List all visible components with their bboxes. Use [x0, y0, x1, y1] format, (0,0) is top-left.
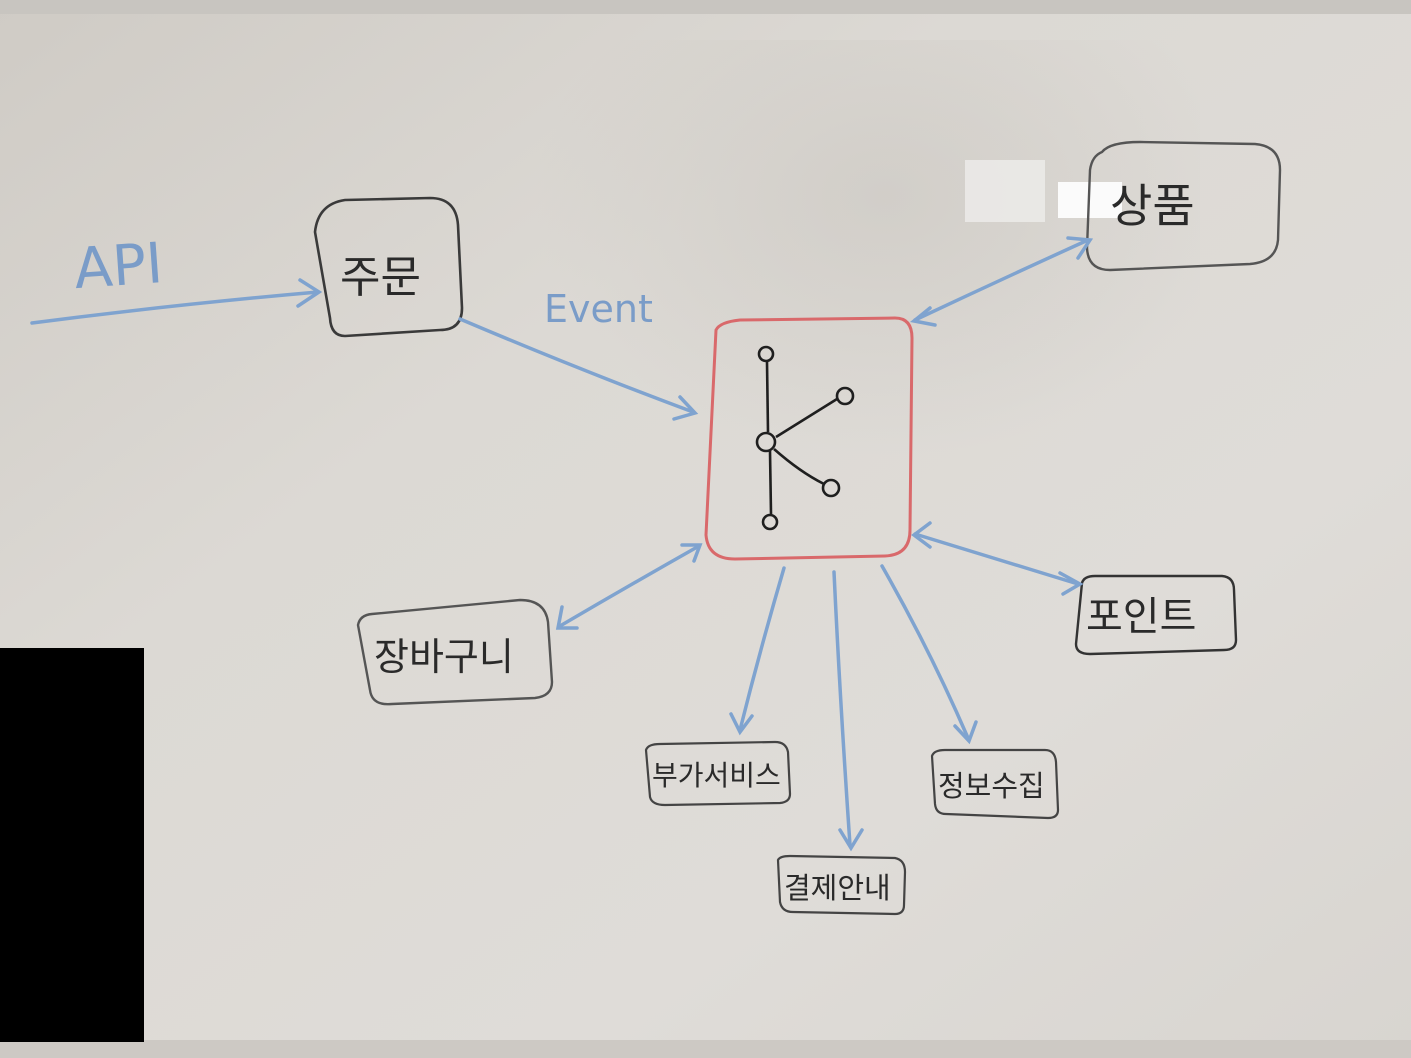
- hub-box: [704, 316, 914, 561]
- product-hub-arrow: [909, 236, 1094, 327]
- order-label: 주문: [340, 252, 421, 303]
- board-bottom-edge: [0, 1040, 1411, 1058]
- info-collection-label: 정보수집: [938, 769, 1045, 803]
- hub-payment-arrow: [832, 570, 864, 852]
- hub-point-arrow: [911, 521, 1084, 596]
- cart-label: 장바구니: [374, 635, 514, 679]
- graph-network-icon: [755, 345, 855, 531]
- redaction-block: [0, 648, 144, 1042]
- event-arrow: [458, 317, 699, 421]
- api-arrow: [30, 278, 323, 325]
- point-box: [1074, 574, 1238, 656]
- info-collection-box: [930, 748, 1060, 820]
- api-label: API: [72, 231, 165, 302]
- product-label: 상품: [1110, 179, 1195, 233]
- addon-service-box: [644, 740, 792, 807]
- board-top-edge: [0, 0, 1411, 14]
- payment-notice-label: 결제안내: [784, 871, 891, 905]
- hub-info-arrow: [880, 564, 978, 745]
- glare-reflection: [965, 160, 1045, 222]
- reflection-shade: [500, 40, 1200, 560]
- cart-hub-arrow: [555, 543, 703, 630]
- addon-service-label: 부가서비스: [652, 759, 781, 792]
- event-label: Event: [544, 287, 653, 331]
- hub-addon-arrow: [729, 566, 786, 736]
- product-box: [1085, 140, 1282, 272]
- cart-box: [356, 598, 554, 706]
- order-box: [313, 196, 464, 338]
- payment-notice-box: [776, 854, 907, 916]
- point-label: 포인트: [1086, 594, 1196, 640]
